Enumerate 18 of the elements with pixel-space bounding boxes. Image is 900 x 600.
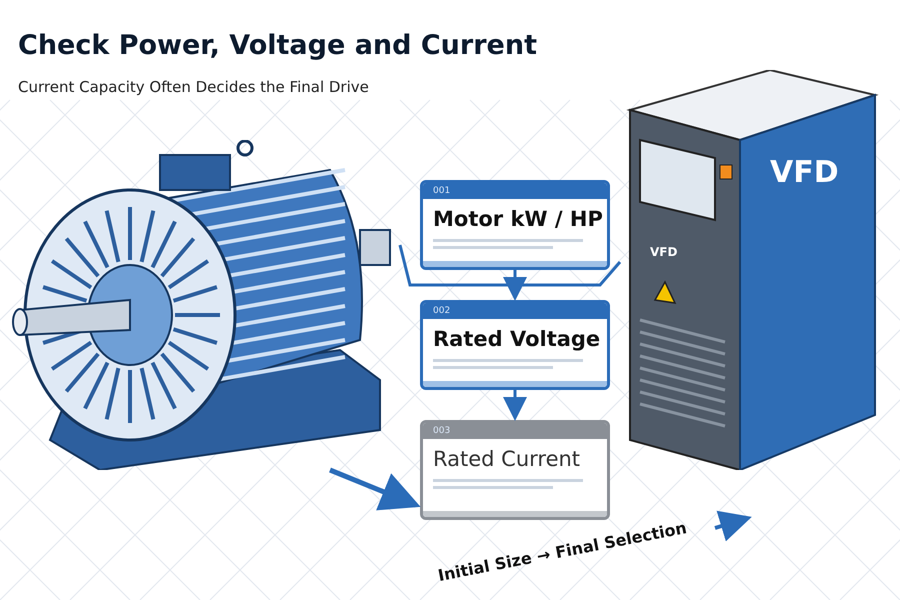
parameter-card [420, 300, 610, 390]
cable-line [398, 244, 622, 286]
subtitle: Current Capacity Often Decides the Final Drive [18, 78, 369, 96]
step-number: 001 [433, 186, 450, 196]
card-title: Rated Current [432, 446, 582, 473]
flow-caption: Initial Size → Final Selection [436, 518, 688, 585]
card-title: Rated Voltage [432, 326, 602, 353]
title: Check Power, Voltage and Current [18, 30, 537, 61]
arrow [329, 468, 421, 510]
arrow [503, 270, 527, 301]
card-title: Motor kW / HP [432, 206, 604, 233]
cabinet-label: VFD [650, 245, 678, 259]
arrow [503, 390, 527, 421]
step-number: 002 [433, 306, 450, 316]
parameter-card [420, 420, 610, 520]
cabinet-label: VFD [770, 155, 839, 190]
parameter-card [420, 180, 610, 270]
step-number: 003 [433, 426, 450, 436]
